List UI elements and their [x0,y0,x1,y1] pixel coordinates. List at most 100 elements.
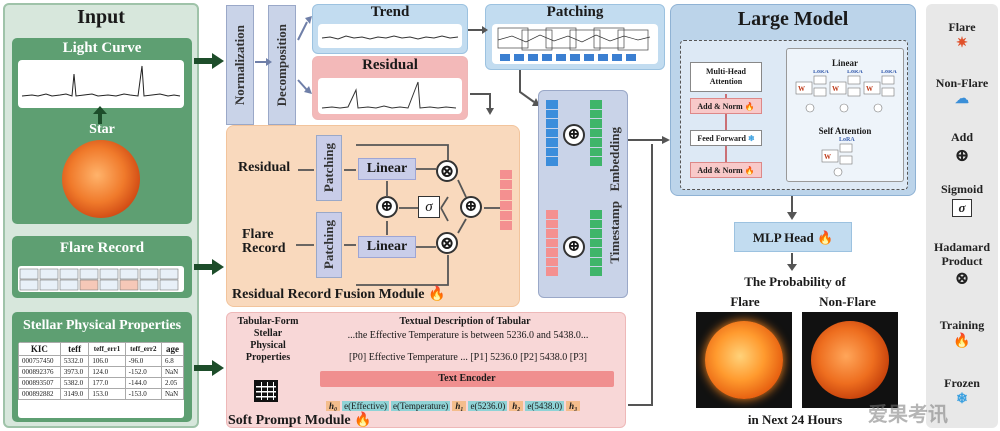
token-e-5438: e(5438.0) [525,401,565,411]
cell: 000892882 [18,388,61,400]
embed-col-green [590,100,602,167]
star-arrow-head [93,106,107,114]
normalization-label: Normalization [232,24,247,106]
embedding-tokens-row: h₀ e(Effective) e(Temperature) h₁ e(5236… [326,398,616,414]
lora-w: W [798,85,805,93]
legend-add-label: Add [950,130,973,144]
self-attention-title: Self Attention [818,126,872,136]
rrfm-patching-2: Patching [316,212,342,278]
normalization-box: Normalization [226,5,254,125]
cell: 106.0 [88,355,126,367]
legend-non-flare: Non-Flare ☁ [927,76,997,108]
th-teff: teff [59,342,90,356]
token-h3: h₃ [566,401,581,411]
token-h2: h₂ [509,401,524,411]
svg-text:LoRA: LoRA [839,137,855,143]
svg-text:LoRA: LoRA [813,70,829,75]
training-flame-icon: 🔥 [744,102,755,111]
cell: NaN [160,388,184,400]
cell: -144.0 [124,377,162,389]
th-teff-err2: teff_err2 [124,342,162,356]
next-24-hours-label: in Next 24 Hours [747,412,843,427]
lora-linear-title: Linear [832,58,858,68]
stellar-props-table: KIC teff teff_err1 teff_err2 age 0007574… [18,342,184,400]
light-curve-plot [18,60,184,108]
star-arrow [98,110,102,124]
legend-sigmoid-label: Sigmoid [940,182,983,196]
non-flare-output-label: Non-Flare [819,294,876,309]
mlp-head: MLP Head 🔥 [734,222,852,252]
embed-col-green-2 [590,210,602,277]
cell: 5382.0 [59,377,90,389]
top-arrows [255,16,312,94]
tabular-form-label: Tabular-Form Stellar Physical Properties [237,316,299,363]
token-e-effective: e(Effective) [342,401,389,411]
svg-text:LoRA: LoRA [881,70,897,75]
svg-text:W: W [866,85,873,93]
hadamard-icon: ⊗ [954,268,970,288]
cloud-icon: ☁ [955,92,969,107]
patching-title: Patching [546,4,604,20]
light-curve-title: Light Curve [62,40,142,56]
rrfm-residual-label: Residual [238,160,291,175]
th-teff-err1: teff_err1 [88,342,126,356]
flare-record-strip [18,266,184,292]
light-curve-line [21,65,181,97]
legend-non-flare-label: Non-Flare [935,76,989,90]
legend-frozen: Frozen ❄ [927,376,997,408]
to-mlp-arrow [787,196,797,220]
token-e-5236: e(5236.0) [468,401,508,411]
table-grid-icon [254,380,278,402]
legend-hadamard-label: Hadamard Product [933,240,990,268]
sigmoid-icon: σ [952,199,972,217]
residual-plot [318,78,462,114]
large-model-title: Large Model [737,8,849,30]
feed-forward: Feed Forward ❄ [690,130,762,146]
rrfm-title: Residual Record Fusion Module 🔥 [232,286,445,303]
trend-title: Trend [370,4,410,20]
rrfm-add-1: ⊕ [376,196,398,218]
token-h1: h₁ [452,401,467,411]
cell: 6.8 [160,355,184,367]
cell: -152.0 [124,366,162,378]
th-kic: KIC [18,342,61,356]
rrfm-hadamard-2: ⊗ [436,232,458,254]
svg-text:W: W [832,85,839,93]
large-model-arrows [725,94,727,162]
token-h0: h₀ [326,401,341,411]
feed-forward-label: Feed Forward [697,134,746,143]
star-label: Star [89,122,115,137]
cell: -153.0 [124,388,162,400]
probability-label: The Probability of [744,274,846,289]
flare-sun-image [696,312,792,408]
token-e-temperature: e(Temperature) [390,401,451,411]
timestamp-embedding-label: Timestamp Embedding [604,100,626,290]
cell: -96.0 [124,355,162,367]
flare-output-label: Flare [730,294,760,309]
legend-flare-label: Flare [948,20,976,34]
training-flame-icon: 🔥 [744,166,755,175]
cell: 000892376 [18,366,61,378]
cell: 2.05 [160,377,184,389]
cell: NaN [160,366,184,378]
cell: 177.0 [88,377,126,389]
embed-col-blue [546,100,558,167]
stellar-props-table-wrap: KIC teff teff_err1 teff_err2 age 0007574… [18,342,184,418]
rrfm-title-text: Residual Record Fusion Module [232,287,425,302]
stellar-props-title: Stellar Physical Properties [22,318,182,333]
svg-text:W: W [824,153,831,161]
soft-prompt-title-text: Soft Prompt Module [228,413,351,428]
cell: 5332.0 [59,355,90,367]
non-flare-sun-image [802,312,898,408]
legend-training: Training 🔥 [927,318,997,350]
cell: 153.0 [88,388,126,400]
patching-plot [492,24,658,64]
rrfm-patching-1: Patching [316,135,342,201]
embed-col-pink [546,210,558,277]
add-norm-2: Add & Norm 🔥 [690,162,762,178]
to-model-arrows [628,136,670,406]
embedding-label: Embedding [607,126,622,191]
input-arrows [194,53,224,376]
